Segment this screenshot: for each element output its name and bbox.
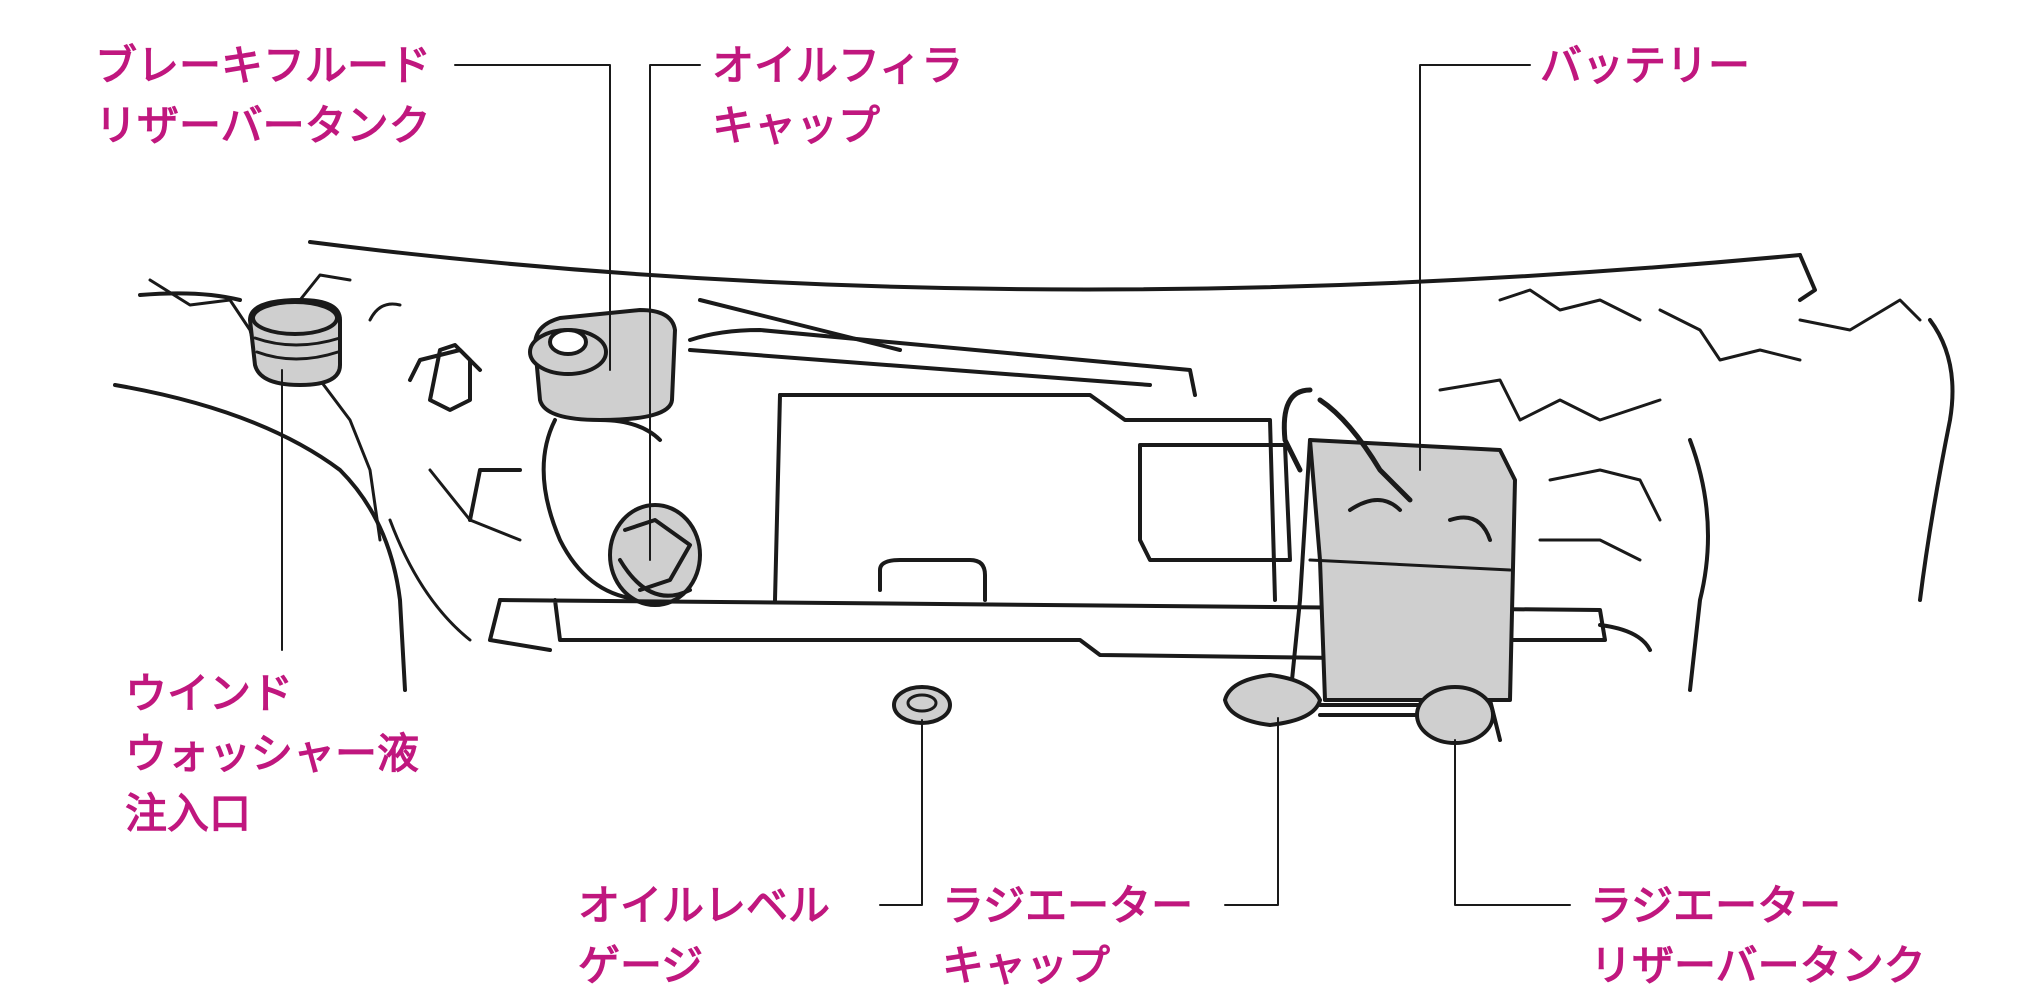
leader-line-brake-fluid — [454, 64, 611, 371]
brake-fluid-reservoir — [528, 308, 677, 422]
label-battery: バッテリー — [1540, 36, 1750, 96]
oil-level-gauge — [892, 685, 952, 725]
leader-lines — [281, 64, 1571, 906]
leader-line-radiator-cap — [1224, 717, 1279, 906]
label-washer-inlet: ウインド ウォッシャー液 注入口 — [125, 664, 419, 844]
label-brake-fluid-line-2: リザーバータンク — [95, 101, 431, 150]
label-oil-level-line-1: オイルレベル — [578, 881, 831, 930]
label-oil-level-gauge: オイルレベル ゲージ — [578, 876, 830, 996]
label-oil-level-line-2: ゲージ — [578, 941, 704, 990]
label-radiator-reserve-line-1: ラジエーター — [1590, 881, 1842, 930]
label-washer-line-3: 注入口 — [125, 789, 252, 838]
label-radiator-cap-line-2: キャップ — [942, 941, 1111, 990]
label-oil-filler-line-2: キャップ — [712, 101, 881, 150]
label-brake-fluid-reservoir: ブレーキフルード リザーバータンク — [95, 36, 431, 156]
label-radiator-reserve-line-2: リザーバータンク — [1590, 941, 1926, 990]
label-washer-line-1: ウインド — [125, 669, 294, 718]
leader-line-oil-level — [879, 719, 923, 906]
leader-line-battery — [1419, 64, 1531, 471]
label-battery-line-1: バッテリー — [1540, 41, 1751, 90]
label-oil-filler-line-1: オイルフィラ — [712, 41, 964, 90]
brake-booster — [408, 343, 662, 602]
leader-line-oil-filler — [649, 64, 701, 561]
battery — [1281, 387, 1517, 702]
radiator-cap — [1223, 673, 1422, 727]
left-fender-area — [148, 273, 522, 642]
air-intake-box — [688, 298, 1292, 602]
car-body-outline — [113, 240, 1955, 692]
label-radiator-cap-line-1: ラジエーター — [942, 881, 1194, 930]
leader-line-radiator-reserve — [1454, 739, 1571, 906]
oil-filler-cap — [608, 503, 702, 607]
label-washer-line-2: ウォッシャー液 — [125, 729, 420, 778]
label-brake-fluid-line-1: ブレーキフルード — [95, 41, 432, 90]
label-oil-filler-cap: オイルフィラ キャップ — [712, 36, 963, 156]
label-radiator-reserve-tank: ラジエーター リザーバータンク — [1590, 876, 1926, 996]
washer-inlet-cap — [248, 298, 342, 387]
label-radiator-cap: ラジエーター キャップ — [942, 876, 1193, 996]
right-fender-area — [1438, 288, 1922, 562]
